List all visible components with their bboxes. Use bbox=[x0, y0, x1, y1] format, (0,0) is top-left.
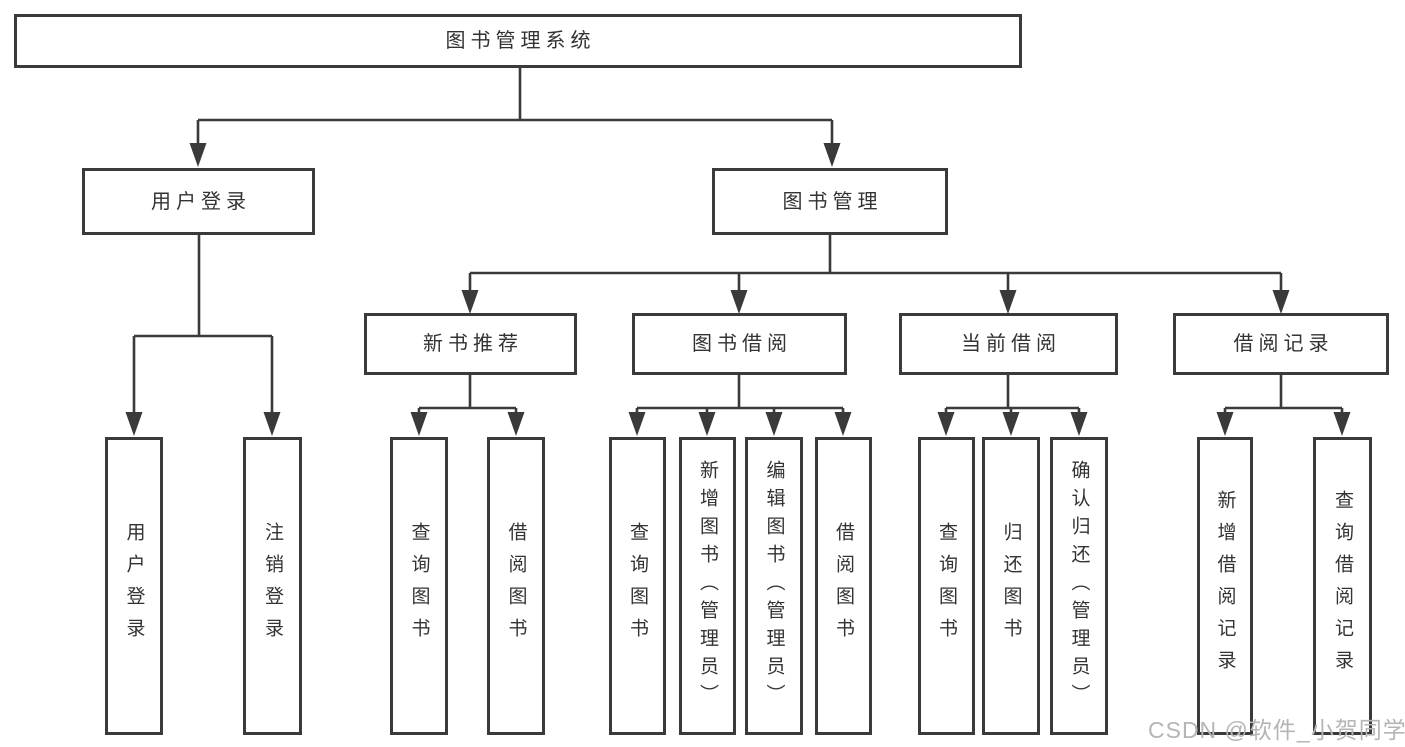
leaf-user-login-label: 用户登录 bbox=[123, 522, 145, 650]
leaf-logout: 注销登录 bbox=[243, 437, 302, 735]
node-book-borrowing: 图书借阅 bbox=[632, 313, 847, 375]
leaf-add-borrow-record: 新增借阅记录 bbox=[1197, 437, 1253, 735]
node-book-management: 图书管理 bbox=[712, 168, 948, 235]
leaf-add-borrow-record-label: 新增借阅记录 bbox=[1214, 490, 1236, 682]
leaf-return-books: 归还图书 bbox=[982, 437, 1040, 735]
leaf-query-books-current: 查询图书 bbox=[918, 437, 975, 735]
tree-edges bbox=[132, 68, 1344, 418]
leaf-confirm-return-admin: 确认归还（管理员） bbox=[1050, 437, 1108, 735]
leaf-query-borrow-record: 查询借阅记录 bbox=[1313, 437, 1372, 735]
node-borrowing-records-label: 借阅记录 bbox=[1233, 333, 1334, 355]
node-book-borrowing-label: 图书借阅 bbox=[692, 333, 792, 355]
node-current-borrowing: 当前借阅 bbox=[899, 313, 1118, 375]
node-book-management-label: 图书管理 bbox=[782, 190, 883, 213]
leaf-logout-label: 注销登录 bbox=[262, 522, 283, 650]
node-new-book-recommend: 新书推荐 bbox=[364, 313, 577, 375]
node-user-login: 用户登录 bbox=[82, 168, 315, 235]
leaf-confirm-return-admin-label: 确认归还（管理员） bbox=[1068, 460, 1090, 712]
leaf-query-books-borrowing-label: 查询图书 bbox=[627, 522, 648, 650]
leaf-query-borrow-record-label: 查询借阅记录 bbox=[1332, 490, 1353, 682]
leaf-add-book-admin-label: 新增图书（管理员） bbox=[697, 460, 718, 712]
leaf-query-books-recommend-label: 查询图书 bbox=[408, 522, 430, 650]
node-current-borrowing-label: 当前借阅 bbox=[961, 333, 1061, 355]
arrowheads bbox=[125, 143, 1351, 436]
leaf-borrow-books-recommend-label: 借阅图书 bbox=[505, 522, 527, 650]
leaf-user-login: 用户登录 bbox=[105, 437, 163, 735]
leaf-query-books-current-label: 查询图书 bbox=[936, 522, 957, 650]
leaf-edit-book-admin-label: 编辑图书（管理员） bbox=[763, 460, 785, 712]
leaf-add-book-admin: 新增图书（管理员） bbox=[679, 437, 736, 735]
leaf-query-books-borrowing: 查询图书 bbox=[609, 437, 666, 735]
leaf-query-books-recommend: 查询图书 bbox=[390, 437, 448, 735]
node-user-login-label: 用户登录 bbox=[151, 190, 251, 213]
node-borrowing-records: 借阅记录 bbox=[1173, 313, 1389, 375]
leaf-borrow-books-recommend: 借阅图书 bbox=[487, 437, 545, 735]
leaf-return-books-label: 归还图书 bbox=[1000, 522, 1022, 650]
leaf-edit-book-admin: 编辑图书（管理员） bbox=[745, 437, 803, 735]
node-library-system: 图书管理系统 bbox=[14, 14, 1022, 68]
csdn-watermark: CSDN @软件_小贺同学 bbox=[1148, 717, 1405, 743]
leaf-borrow-books-borrowing-label: 借阅图书 bbox=[833, 522, 854, 650]
node-new-book-recommend-label: 新书推荐 bbox=[423, 333, 523, 355]
leaf-borrow-books-borrowing: 借阅图书 bbox=[815, 437, 872, 735]
node-library-system-label: 图书管理系统 bbox=[445, 30, 596, 52]
